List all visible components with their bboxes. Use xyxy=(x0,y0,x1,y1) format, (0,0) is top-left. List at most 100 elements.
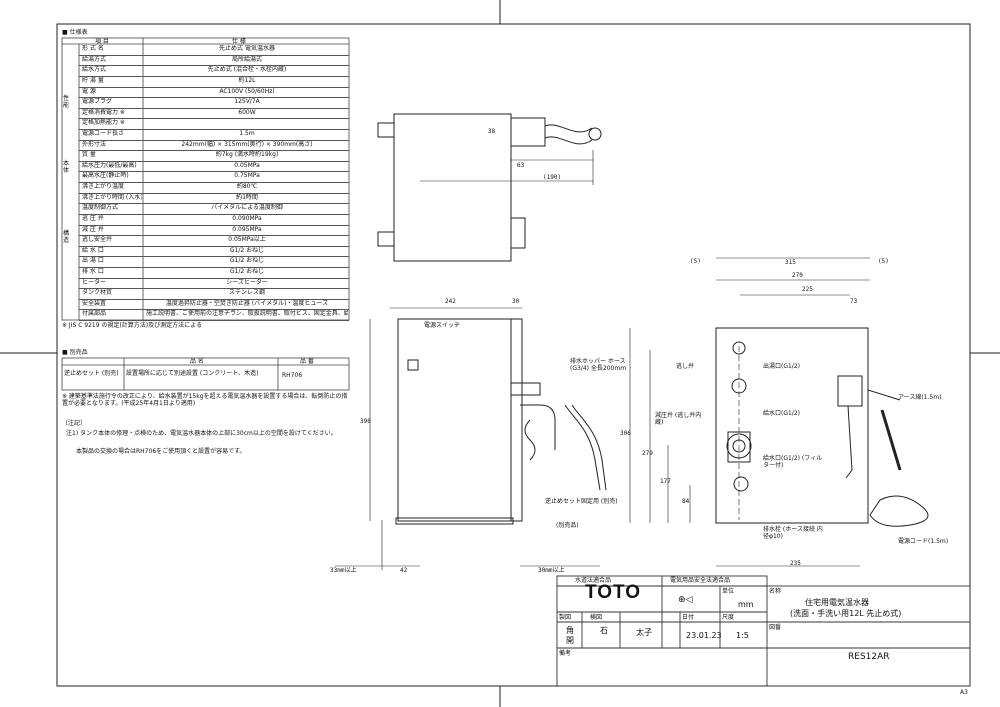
front-view xyxy=(335,307,607,570)
spec-row-value: 局所給湯式 xyxy=(231,55,262,63)
dim-side-177: 177 xyxy=(660,478,671,485)
spec-row-value: 0.095MPa xyxy=(232,225,262,233)
accessory-table-grid xyxy=(61,357,350,391)
spec-row-divider xyxy=(79,75,349,77)
label-hopper: 排水ホッパー ホース(G3/4) 全長200mm xyxy=(570,358,627,372)
spec-row-divider xyxy=(79,107,349,109)
product-sub: (洗面・手洗い用12L 先止め式) xyxy=(790,609,902,618)
spec-row-divider xyxy=(79,213,349,215)
spec-row-divider xyxy=(79,309,349,311)
spec-row-value: 先止め式 電気温水器 xyxy=(219,45,275,52)
dim-top-190: (190) xyxy=(543,174,562,181)
accessory-row-code: RH706 xyxy=(282,372,303,379)
dim-side-5-left: (5) xyxy=(690,258,701,265)
label-fall-sub: (別売品) xyxy=(556,522,579,529)
accessory-row-name: 設置場所に応じて別途設置 (コンクリート、木造) xyxy=(126,370,259,377)
spec-row-label: 定格加熱能力 ※ xyxy=(82,119,125,127)
dim-side-306: 306 xyxy=(620,430,631,437)
person-3: 開 xyxy=(566,636,574,645)
spec-row-label: 貯 湯 量 xyxy=(82,76,104,84)
checked-label: 検図 xyxy=(590,614,603,621)
spec-row-value: ステンレス鋼 xyxy=(228,289,265,297)
spec-row-label: 排 水 口 xyxy=(82,267,104,275)
spec-group-structure: 構造 xyxy=(63,230,70,244)
spec-header-item: 項 目 xyxy=(95,38,109,45)
spec-row-label: 質 量 xyxy=(82,151,96,159)
date-value: 23.01.23 xyxy=(686,631,722,640)
spec-row-divider xyxy=(79,298,349,300)
spec-row-value: 0.05MPa xyxy=(234,161,260,169)
spec-row-label: タンク材質 xyxy=(82,289,113,297)
spec-row-value: G1/2 おねじ xyxy=(229,257,265,265)
person-2: 石 xyxy=(600,626,608,635)
spec-row-divider xyxy=(79,288,349,290)
sheet-size: A3 xyxy=(960,689,968,696)
dim-top-38: 38 xyxy=(488,128,496,135)
label-relief: 逃し弁 xyxy=(676,363,695,370)
dim-side-5-right: (5) xyxy=(878,258,889,265)
remarks-label: 備考 xyxy=(559,650,572,657)
spec-row-divider xyxy=(79,139,349,141)
code-label: 図番 xyxy=(769,624,782,631)
spec-row-divider xyxy=(79,256,349,258)
spec-row-value: 温度過昇防止器・空焚き防止器 (バイメタル)・温度ヒューズ xyxy=(165,299,329,307)
drawing-code: RES12AR xyxy=(848,652,890,662)
spec-row-value: 600W xyxy=(238,108,256,116)
label-fall-prevention: 逆止めセット固定用 (別売) xyxy=(545,498,618,505)
dim-side-84: 84 xyxy=(682,498,690,505)
spec-row-divider xyxy=(79,86,349,88)
spec-row-value: 125V/7A xyxy=(234,98,260,106)
spec-row-label: 電源プラグ xyxy=(82,98,113,106)
side-view xyxy=(629,257,929,567)
date-label: 日付 xyxy=(682,614,695,621)
spec-row-divider xyxy=(79,128,349,130)
spec-row-value: 施工説明書、ご使用前の注意チラシ、取扱説明書、取付ビス、固定金具、給水ホース (… xyxy=(146,310,348,318)
accessory-row-label: 逆止めセット (別売) xyxy=(64,370,119,377)
dim-front-42: 42 xyxy=(400,567,408,574)
spec-row-divider xyxy=(79,54,349,56)
label-drain: 排水栓 (ホース接続 内径φ10) xyxy=(763,526,823,540)
dim-side-270: 270 xyxy=(792,272,803,279)
spec-row-label: 給 水 口 xyxy=(82,246,104,254)
spec-row-divider xyxy=(79,266,349,268)
label-outlet: 出湯口(G1/2) xyxy=(763,363,800,370)
spec-row-divider xyxy=(79,235,349,237)
spec-row-value: 1.5m xyxy=(239,129,255,137)
spec-row-divider xyxy=(79,97,349,99)
dim-front-30: 30 xyxy=(512,298,520,305)
notes-heading: 〔注記〕 xyxy=(62,420,87,427)
spec-row-divider xyxy=(79,171,349,173)
dim-side-225: 225 xyxy=(802,286,813,293)
law-note: ※ 建築基準法施行令の改正により、給水装置が15kgを超える電気温水器を設置する… xyxy=(62,393,348,407)
sheet-border xyxy=(56,23,971,687)
spec-row-label: 給水方式 xyxy=(82,66,107,74)
dim-side-279: 279 xyxy=(642,450,653,457)
label-cord: 電源コード(1.5m) xyxy=(898,538,949,545)
spec-row-label: 最高水圧(静止時) xyxy=(82,172,129,180)
approval-water: 水道法適合品 xyxy=(575,577,612,584)
label-earth: アース線(1.5m) xyxy=(898,394,942,401)
spec-row-value: AC100V (50/60Hz) xyxy=(219,87,275,95)
unit-value: mm xyxy=(738,600,754,609)
label-supply: 給水口(G1/2) (フィルター付) xyxy=(763,455,823,469)
spec-row-value: 約80℃ xyxy=(236,183,258,190)
spec-row-value: 約12L xyxy=(238,76,256,84)
dim-side-315: 315 xyxy=(785,259,796,266)
person-4: 太子 xyxy=(636,628,652,637)
dim-front-30b: 30mm以上 xyxy=(538,567,565,574)
spec-header-spec: 仕 様 xyxy=(232,38,246,45)
projection-symbol-icon: ⊕◁ xyxy=(678,595,693,605)
spec-row-label: 電 源 xyxy=(82,87,96,95)
spec-row-divider xyxy=(79,224,349,226)
spec-row-label: 外形寸法 xyxy=(82,140,107,148)
spec-row-label: 出 湯 口 xyxy=(82,257,104,265)
spec-row-divider xyxy=(79,118,349,120)
label-reduce: 減圧弁 (逃し弁内蔵) xyxy=(655,412,702,426)
spec-row-label: 給湯方式 xyxy=(82,55,107,63)
product-name: 住宅用電気温水器 xyxy=(805,598,869,607)
toto-logo: TOTO xyxy=(585,582,642,603)
spec-row-label: 減 圧 弁 xyxy=(82,225,104,233)
dim-side-73: 73 xyxy=(850,298,858,305)
accessory-header-name: 品 名 xyxy=(190,358,204,365)
